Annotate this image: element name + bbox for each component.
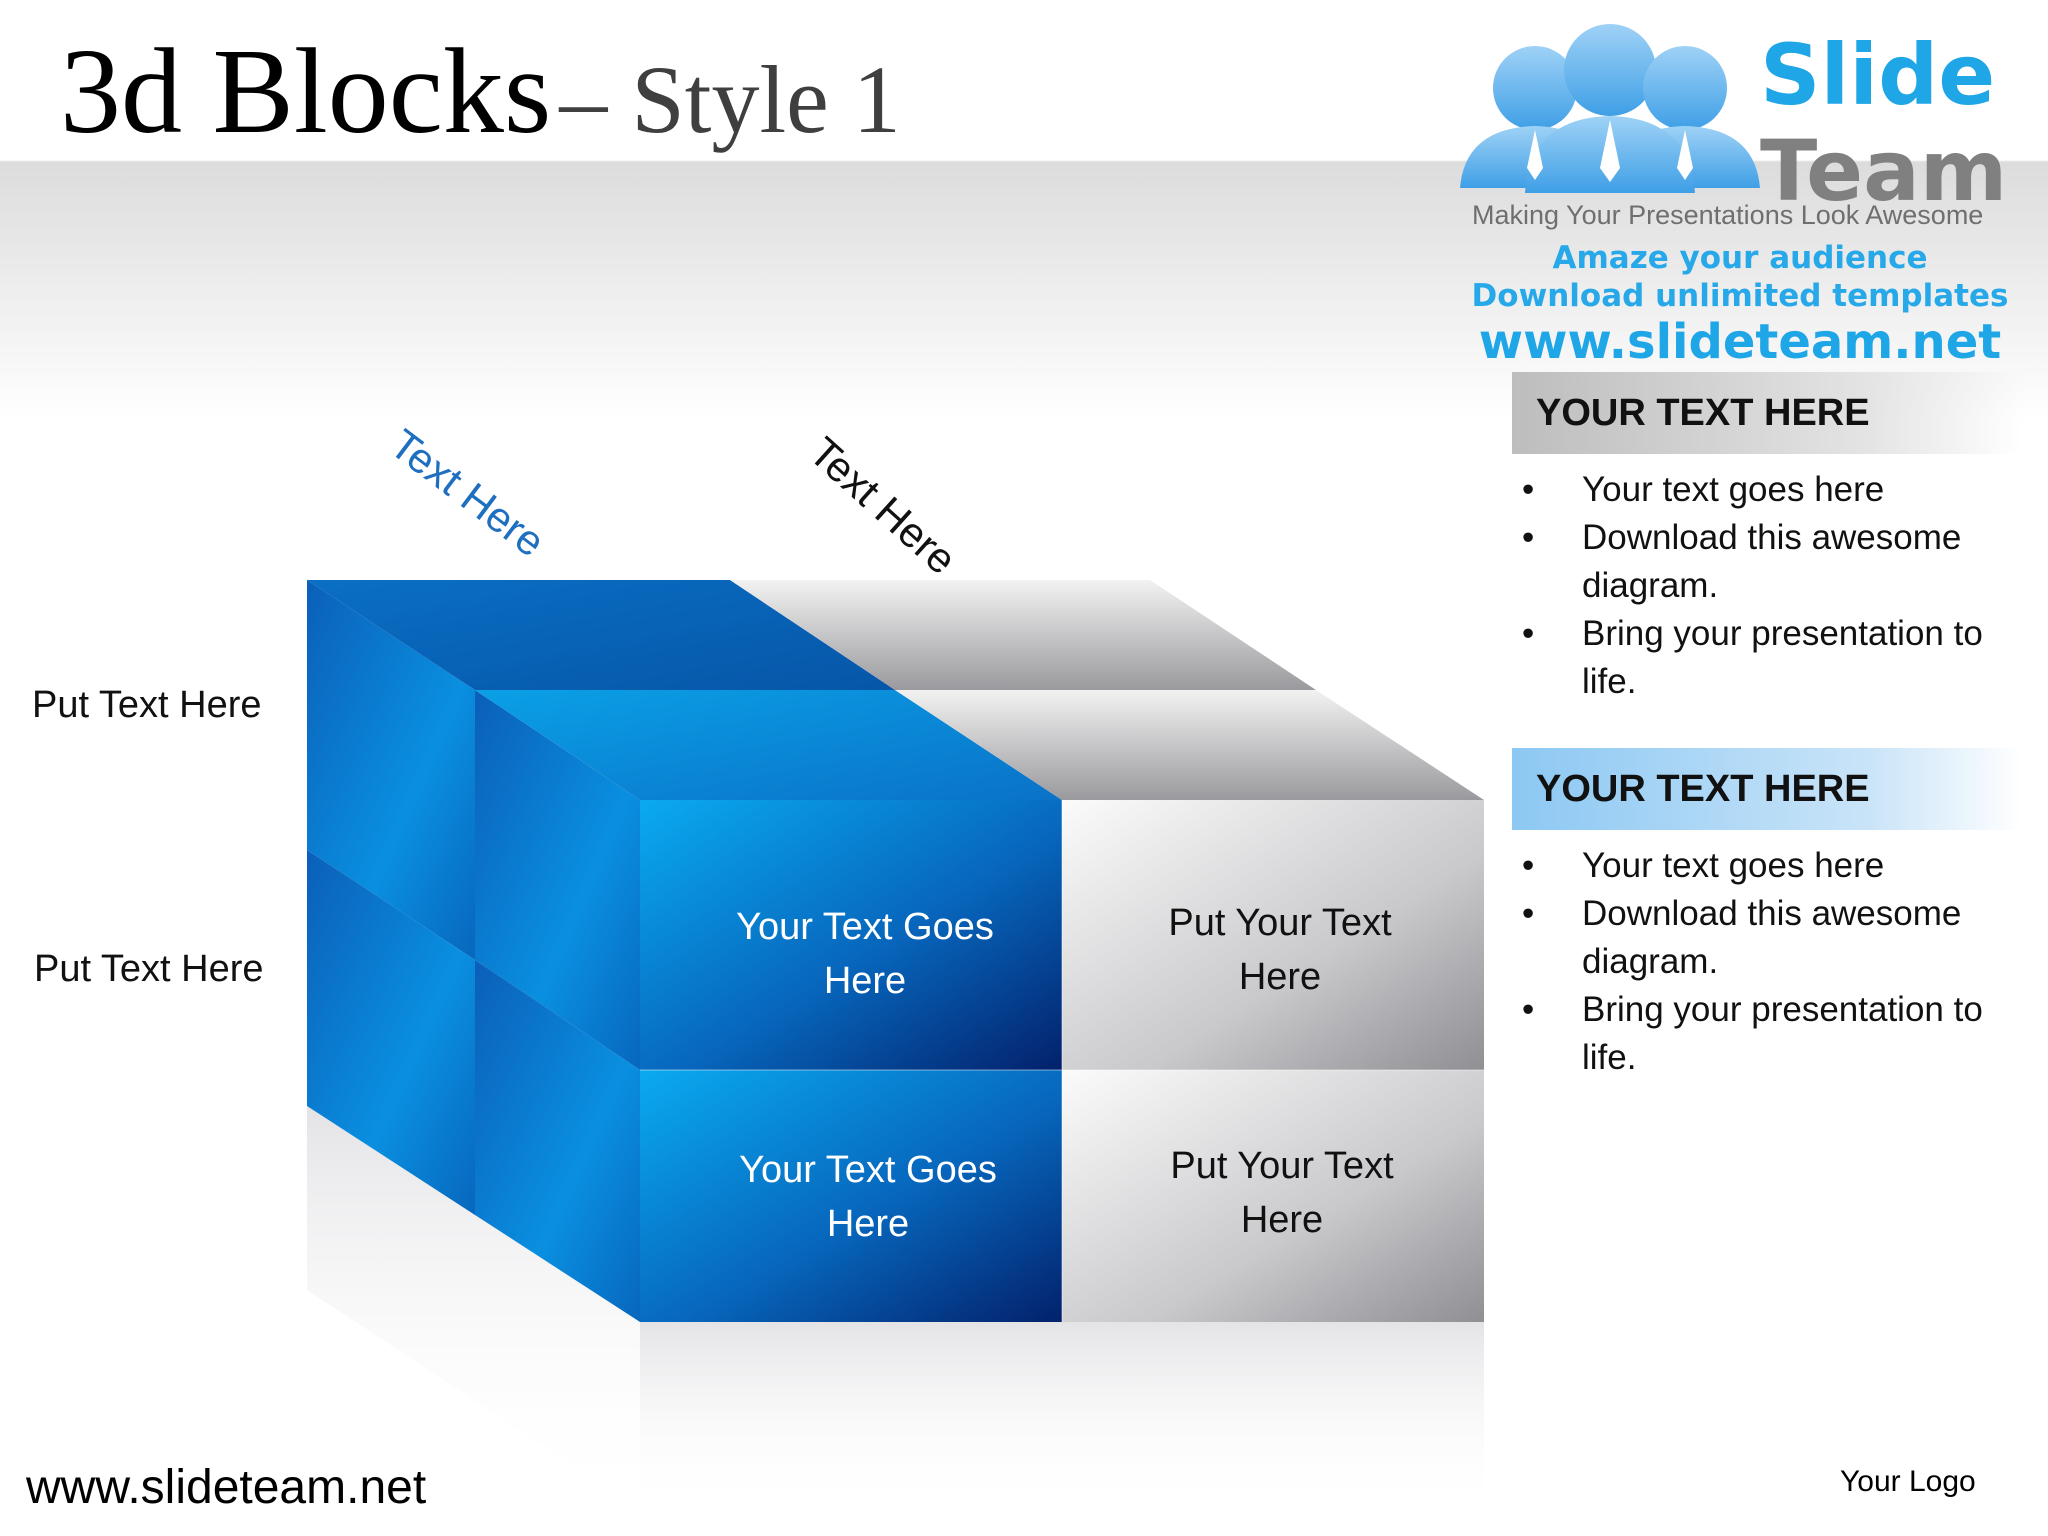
block-label-line2: Here	[1240, 1199, 1324, 1241]
slide-title-main: 3d Blocks	[60, 24, 552, 159]
block-label-line1: Your Text Goes	[736, 906, 994, 948]
bullet-item: •Bring your presentation to life.	[1522, 990, 1983, 1077]
front-block-bottom-blue	[640, 1070, 1062, 1322]
slide-title: 3d Blocks – Style 1	[60, 22, 901, 162]
row-label-1: Put Text Here	[32, 684, 262, 726]
reflection-side	[307, 1106, 640, 1510]
front-block-top-blue	[640, 800, 1062, 1070]
top-block-back-gray	[730, 580, 1316, 690]
bullet-item: •Your text goes here	[1522, 470, 1885, 509]
bullet-item: •Your text goes here	[1522, 846, 1885, 885]
block-label-line2: Here	[826, 1203, 910, 1245]
top-block-front-gray	[895, 690, 1484, 800]
people-group-icon	[1460, 24, 1760, 193]
panel-heading: YOUR TEXT HERE	[1512, 372, 2022, 454]
side-block-back-bottom	[307, 850, 475, 1215]
bullet-item: •Bring your presentation to life.	[1522, 614, 1983, 701]
bullet-list: •Your text goes here •Download this awes…	[1512, 842, 2022, 1082]
block-label-line1: Your Text Goes	[739, 1149, 997, 1191]
slideteam-logo[interactable]: Slide Team Making Your Presentations Loo…	[1440, 18, 2040, 370]
footer-url-link[interactable]: www.slideteam.net	[26, 1461, 427, 1514]
bullet-item: •Download this awesome diagram.	[1522, 518, 1962, 605]
top-block-front-blue	[475, 690, 1062, 800]
bullet-item: •Download this awesome diagram.	[1522, 894, 1962, 981]
block-label-line2: Here	[823, 960, 907, 1002]
row-label-2: Put Text Here	[34, 948, 264, 990]
text-panel-1: YOUR TEXT HERE •Your text goes here •Dow…	[1512, 372, 2022, 706]
logo-brand-slide: Slide	[1760, 26, 1996, 124]
block-label-bottom-blue: Your Text Goes Here	[658, 1143, 1078, 1251]
logo-brand-team: Team	[1760, 122, 2008, 220]
reflection-front	[640, 1322, 1484, 1512]
bullet-list: •Your text goes here •Download this awes…	[1512, 466, 2022, 706]
block-label-top-gray: Put Your Text Here	[1070, 896, 1490, 1004]
promo-line-2: Download unlimited templates	[1471, 278, 2009, 314]
text-panel-2: YOUR TEXT HERE •Your text goes here •Dow…	[1512, 748, 2022, 1082]
block-label-line2: Here	[1238, 956, 1322, 998]
front-block-top-gray	[1062, 800, 1484, 1070]
block-label-bottom-gray: Put Your Text Here	[1072, 1139, 1492, 1247]
panel-heading: YOUR TEXT HERE	[1512, 748, 2022, 830]
side-block-back-top	[307, 580, 475, 960]
footer-logo-placeholder: Your Logo	[1840, 1465, 1976, 1498]
block-label-top-blue: Your Text Goes Here	[655, 900, 1075, 1008]
block-label-line1: Put Your Text	[1168, 902, 1392, 944]
promo-url-link[interactable]: www.slideteam.net	[1478, 314, 2002, 370]
block-label-line1: Put Your Text	[1170, 1145, 1394, 1187]
slide-title-sub: – Style 1	[559, 46, 901, 153]
side-block-front-bottom	[475, 960, 640, 1322]
front-block-bottom-gray	[1062, 1070, 1484, 1322]
top-block-back-blue	[307, 580, 895, 690]
side-block-front-top	[475, 690, 640, 1070]
logo-tagline: Making Your Presentations Look Awesome	[1472, 200, 1984, 230]
promo-line-1: Amaze your audience	[1552, 240, 1928, 276]
